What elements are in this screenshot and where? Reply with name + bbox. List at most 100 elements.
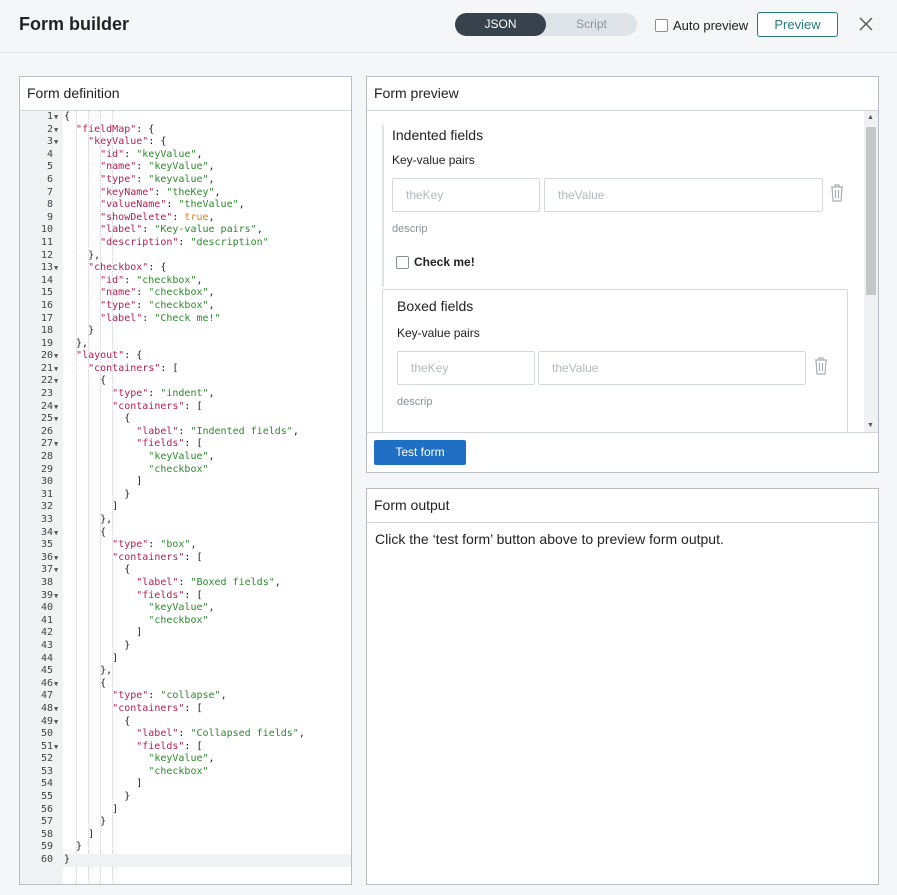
code-text: "layout": {	[76, 350, 143, 362]
code-text: },	[64, 514, 113, 525]
line-number: 16	[40, 299, 53, 311]
line-number: 15	[40, 287, 53, 299]
fold-arrow-icon[interactable]: ▼	[54, 679, 59, 688]
line-number: 41	[40, 614, 53, 626]
line-number: 44	[40, 652, 53, 664]
code-line: 2▼ "fieldMap": {	[20, 124, 351, 137]
indented-fields-title: Indented fields	[392, 127, 484, 143]
boxed-fields-title: Boxed fields	[397, 298, 474, 314]
test-form-button[interactable]: Test form	[374, 440, 466, 465]
code-line: 35 "type": "box",	[20, 539, 351, 552]
code-line: 3▼ "keyValue": {	[20, 136, 351, 149]
key-input[interactable]: theKey	[392, 178, 540, 212]
fold-arrow-icon[interactable]: ▼	[54, 377, 59, 386]
code-text: "name": "checkbox",	[100, 287, 215, 299]
json-editor[interactable]: 1▼{2▼ "fieldMap": {3▼ "keyValue": {4 "id…	[20, 111, 351, 884]
line-number: 37	[40, 564, 53, 576]
code-line: 10 "label": "Key-value pairs",	[20, 224, 351, 237]
code-text: "containers": [	[112, 551, 203, 563]
line-number: 30	[40, 476, 53, 488]
auto-preview-label: Auto preview	[673, 17, 749, 33]
fold-arrow-icon[interactable]: ▼	[54, 352, 59, 361]
line-number: 50	[40, 728, 53, 740]
scroll-up-arrow-icon[interactable]: ▲	[867, 114, 874, 121]
code-text: {	[64, 375, 107, 387]
code-text: "containers": [	[88, 362, 179, 374]
code-line: 39▼ "fields": [	[20, 590, 351, 603]
fold-arrow-icon[interactable]: ▼	[54, 440, 59, 449]
fold-arrow-icon[interactable]: ▼	[54, 717, 59, 726]
code-text: "fields": [	[136, 589, 203, 601]
fold-arrow-icon[interactable]: ▼	[54, 415, 59, 424]
code-line: 60}	[20, 854, 351, 867]
line-number: 46	[40, 677, 53, 689]
mode-toggle[interactable]: JSON Script	[455, 13, 637, 36]
fold-arrow-icon[interactable]: ▼	[54, 113, 59, 121]
fold-arrow-icon[interactable]: ▼	[54, 742, 59, 751]
code-text: "keyName": "theKey",	[100, 186, 221, 198]
toggle-script[interactable]: Script	[576, 17, 607, 31]
check-me-option[interactable]: Check me!	[396, 255, 475, 269]
key-input[interactable]: theKey	[397, 351, 535, 385]
trash-icon[interactable]	[813, 356, 829, 376]
code-line: 6 "type": "keyvalue",	[20, 174, 351, 187]
trash-icon[interactable]	[829, 183, 845, 203]
code-text: "label": "Boxed fields",	[136, 576, 281, 588]
code-line: 24▼ "containers": [	[20, 401, 351, 414]
code-line: 23 "type": "indent",	[20, 388, 351, 401]
code-line: 50 "label": "Collapsed fields",	[20, 728, 351, 741]
code-text: "checkbox"	[148, 463, 209, 475]
preview-button[interactable]: Preview	[757, 12, 838, 37]
code-text: {	[64, 526, 107, 538]
line-number: 58	[40, 828, 53, 840]
fold-arrow-icon[interactable]: ▼	[54, 528, 59, 537]
fold-arrow-icon[interactable]: ▼	[54, 402, 59, 411]
code-text: },	[64, 249, 101, 261]
auto-preview-checkbox[interactable]	[655, 18, 668, 32]
code-text: ]	[64, 476, 143, 488]
scroll-down-arrow-icon[interactable]: ▼	[867, 422, 874, 429]
code-text: "label": "Indented fields",	[136, 425, 299, 437]
code-line: 55 }	[20, 791, 351, 804]
fold-arrow-icon[interactable]: ▼	[54, 138, 59, 147]
close-icon[interactable]	[856, 14, 876, 34]
line-number: 56	[40, 803, 53, 815]
line-number: 2	[46, 123, 53, 135]
code-text: }	[64, 488, 131, 500]
value-input[interactable]: theValue	[544, 178, 823, 212]
code-text: }	[64, 854, 71, 866]
line-number: 36	[40, 551, 53, 563]
line-number: 27	[40, 438, 53, 450]
fold-arrow-icon[interactable]: ▼	[54, 264, 59, 273]
toggle-json[interactable]: JSON	[455, 13, 546, 36]
preview-scrollbar[interactable]: ▲ ▼	[864, 111, 878, 432]
check-me-checkbox[interactable]	[396, 255, 409, 269]
code-text: "valueName": "theValue",	[100, 199, 245, 211]
fold-arrow-icon[interactable]: ▼	[54, 566, 59, 575]
line-number: 26	[40, 425, 53, 437]
code-line: 56 ]	[20, 804, 351, 817]
line-number: 6	[46, 173, 53, 185]
code-line: 16 "type": "checkbox",	[20, 300, 351, 313]
code-text: {	[64, 111, 71, 122]
fold-arrow-icon[interactable]: ▼	[54, 364, 59, 373]
value-input[interactable]: theValue	[538, 351, 806, 385]
code-text: ]	[64, 501, 119, 513]
form-output-title: Form output	[367, 489, 878, 523]
fold-arrow-icon[interactable]: ▼	[54, 553, 59, 562]
code-text: "description": "description"	[100, 236, 269, 248]
kv-label: Key-value pairs	[392, 153, 475, 167]
preview-body: Indented fields Key-value pairs theKey t…	[367, 111, 878, 432]
fold-arrow-icon[interactable]: ▼	[54, 125, 59, 134]
code-text: "showDelete": true,	[100, 211, 215, 223]
fold-arrow-icon[interactable]: ▼	[54, 591, 59, 600]
line-number: 18	[40, 325, 53, 337]
line-number: 48	[40, 702, 53, 714]
code-text: "label": "Collapsed fields",	[136, 728, 305, 740]
auto-preview-option[interactable]: Auto preview	[655, 15, 748, 35]
line-number: 40	[40, 602, 53, 614]
code-line: 28 "keyValue",	[20, 451, 351, 464]
scroll-thumb[interactable]	[866, 127, 876, 295]
code-text: "keyValue",	[148, 753, 215, 765]
fold-arrow-icon[interactable]: ▼	[54, 704, 59, 713]
